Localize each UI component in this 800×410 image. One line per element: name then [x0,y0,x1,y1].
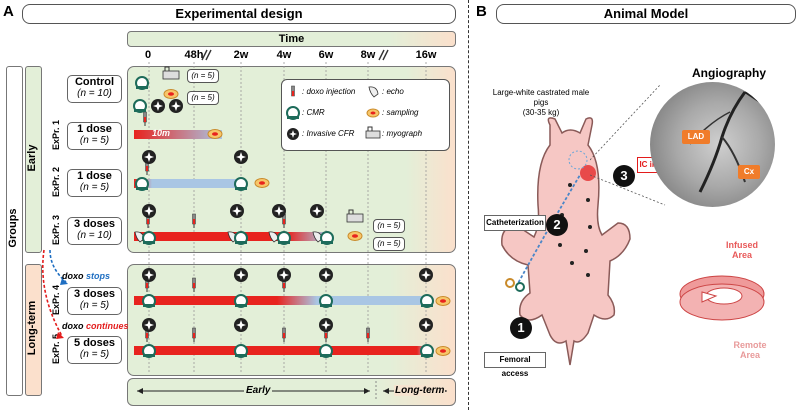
groups-box [6,66,23,396]
timeline-bars [133,66,451,358]
legend-invasive-cfr: : Invasive CFR [302,129,355,138]
legend-echo: : echo [382,87,404,96]
n-badge-control-2: (n = 5) [187,91,219,105]
angiography-title: Angiography [692,66,766,80]
axis-break-mid [201,49,212,61]
row-expr4-box: 3 doses(n = 5) [67,287,122,315]
n-badge-expr3-1: (n = 5) [373,219,405,233]
n-badge-control-1: (n = 5) [187,69,219,83]
longterm-panel [127,264,456,376]
row-expr1-box: 1 dose(n = 5) [67,122,122,150]
time-header: Time [127,31,456,47]
axis-break-top [378,49,389,61]
longterm-side-box [25,264,42,396]
panel-divider [468,0,469,410]
heart-slice [679,275,765,321]
expr3-label: ExPr. 3 [51,214,61,246]
panel-a-letter: A [3,3,14,20]
expr1-label: ExPr. 1 [51,119,61,151]
row-expr2-box: 1 dose(n = 5) [67,169,122,197]
row-expr5-box: 5 doses(n = 5) [67,336,122,364]
lad-label: LAD [682,130,710,144]
timepoint-16w: 16w [415,49,437,61]
row-expr3-box: 3 doses(n = 10) [67,217,122,245]
axis-longterm-label: Long-term [394,385,446,396]
timepoint-0: 0 [144,49,152,61]
legend-sampling: : sampling [382,108,419,117]
timepoint-2w: 2w [233,49,249,61]
panel-a-title: Experimental design [22,4,456,24]
expr1-bar [134,130,222,139]
row-control-box: Control(n = 10) [67,75,122,103]
angiography-image [650,82,775,207]
legend-cmr: : CMR [302,108,325,117]
timepoint-8w: 8w [360,49,376,61]
legend-myograph: : myograph [382,129,423,138]
early-side-box [25,66,42,253]
legend-doxo-injection: : doxo injection [302,87,356,96]
doxo-continues-label: doxo continues [62,321,129,331]
timepoint-6w: 6w [318,49,334,61]
femoral-access-label: Femoral access [484,352,546,378]
step-3-marker: 3 [613,165,635,187]
expr2-bar [134,179,244,188]
groups-label: Groups [7,208,19,248]
expr5-bar [134,346,426,355]
zoom-lines [590,84,666,206]
axis-early-label: Early [244,385,273,396]
step-1-marker: 1 [510,317,532,339]
timepoint-4w: 4w [276,49,292,61]
expr2-label: ExPr. 2 [51,166,61,198]
panel-b-letter: B [476,3,487,20]
doxo-stops-label: doxo stops [62,271,111,281]
pig-description: Large-white castrated male pigs(30-35 kg… [492,88,590,117]
panel-b-title: Animal Model [496,4,796,24]
catheterization-label: Catheterization [484,215,546,231]
remote-area-label: Remote Area [733,340,767,360]
doxo-branch-arrows [42,249,68,339]
step-2-marker: 2 [546,214,568,236]
n-badge-expr3-2: (n = 5) [373,237,405,251]
legend-box [281,79,450,151]
early-label: Early [26,144,38,172]
infused-area-label: Infused Area [725,240,758,260]
infusion-duration-label: 10m [152,128,171,138]
longterm-label: Long-term [26,300,38,356]
control-icons [135,66,180,99]
cx-label: Cx [738,165,760,179]
timepoint-48h: 48h [184,49,204,61]
legend-icons [286,85,381,140]
